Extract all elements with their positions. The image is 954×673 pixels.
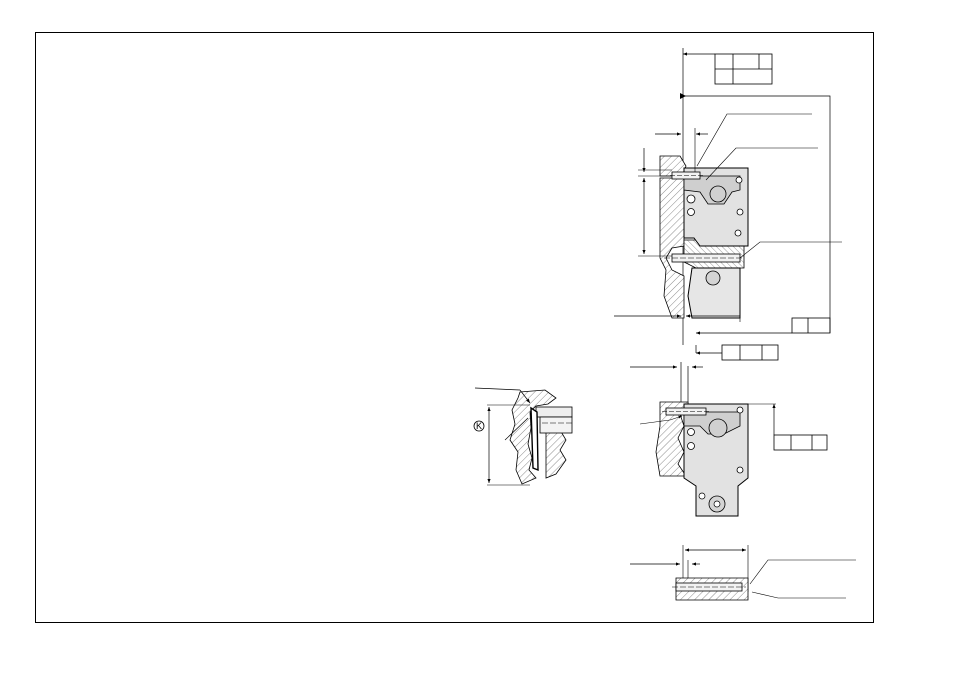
main-housing-wall <box>659 177 685 319</box>
main-mounting-view <box>614 48 842 361</box>
main-module-base <box>687 267 741 319</box>
detail-contact-edge <box>530 406 539 472</box>
detail-k-label: K <box>476 421 482 431</box>
detail-clamp-element <box>535 406 573 418</box>
tolerance-frame-bottom <box>721 344 779 361</box>
detail-k-symbol: K <box>473 420 485 432</box>
second-module-body <box>683 403 749 517</box>
detail-housing-section <box>509 389 557 485</box>
detail-edge-section <box>545 427 567 479</box>
main-bolt-top <box>709 185 727 203</box>
tolerance-frame-second <box>773 434 828 451</box>
tolerance-frame-right <box>791 317 831 334</box>
tolerance-frame-top <box>714 53 773 85</box>
sheet-frame <box>35 32 874 623</box>
detail-clamp-body <box>539 416 573 434</box>
detail-view-k: K <box>473 387 573 486</box>
main-bolt-bottom <box>705 270 721 286</box>
second-mounting-view <box>630 362 828 517</box>
screw-detail-view <box>630 545 856 601</box>
